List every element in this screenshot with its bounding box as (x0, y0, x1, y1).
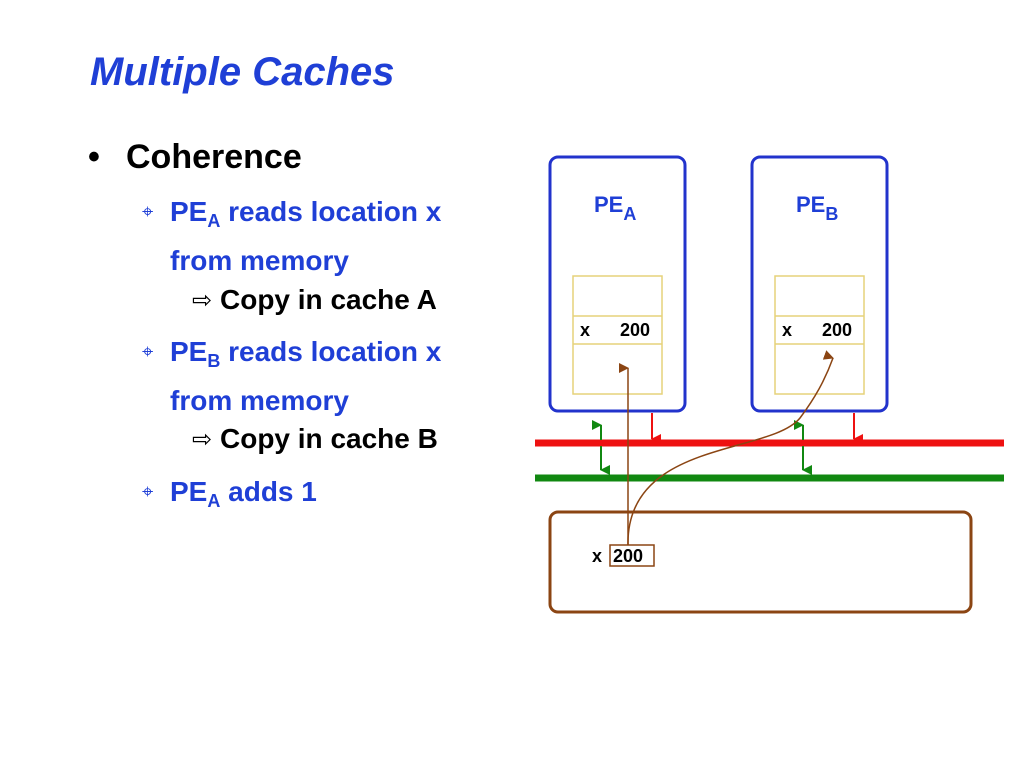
crosshair-bullet-icon: ⌖ (142, 481, 154, 503)
item-continuation: from memory (170, 245, 349, 276)
pe-label: PE (170, 476, 208, 507)
bullet-coherence: • Coherence (88, 138, 302, 177)
arrow-bullet-icon: ⇨ (192, 287, 213, 314)
item-text: adds 1 (220, 476, 317, 507)
pe-label: PE (170, 196, 208, 227)
pe-b-label: PEB (796, 192, 838, 224)
cache-b-value: 200 (822, 320, 852, 340)
pe-b-box (750, 155, 889, 413)
slide-title: Multiple Caches (90, 50, 395, 94)
sub-bullet-pe-a-read: ⌖ PEA reads location x from memory (142, 192, 441, 281)
bullet-label: Coherence (126, 138, 302, 176)
sub-sub-bullet-copy-a: ⇨ Copy in cache A (192, 284, 437, 316)
sub-bullet-pe-b-read: ⌖ PEB reads location x from memory (142, 332, 441, 421)
sub-sub-bullet-copy-b: ⇨ Copy in cache B (192, 423, 438, 455)
pe-subscript: B (207, 351, 221, 371)
cache-b-var: x (782, 320, 792, 340)
memory-cell (609, 544, 655, 567)
crosshair-bullet-icon: ⌖ (142, 201, 154, 223)
item-text: reads location x (220, 196, 442, 227)
copy-text: Copy in cache A (220, 284, 437, 315)
memory-var: x (592, 546, 602, 566)
pe-subscript: A (207, 491, 221, 511)
item-text: reads location x (220, 336, 442, 367)
cache-a-var: x (580, 320, 590, 340)
pe-subscript: A (207, 211, 221, 231)
cache-a-value: 200 (620, 320, 650, 340)
cache-a: x 200 (572, 275, 663, 395)
memory-value: 200 (613, 546, 643, 566)
crosshair-bullet-icon: ⌖ (142, 341, 154, 363)
pe-a-label: PEA (594, 192, 636, 224)
copy-text: Copy in cache B (220, 423, 438, 454)
item-continuation: from memory (170, 385, 349, 416)
bullet-dot-icon: • (88, 138, 100, 176)
sub-bullet-pe-a-adds: ⌖ PEA adds 1 (142, 472, 317, 521)
pe-label: PE (170, 336, 208, 367)
arrow-bullet-icon: ⇨ (192, 426, 213, 453)
memory-box (548, 510, 973, 614)
cache-b: x 200 (774, 275, 865, 395)
copy-to-cache-b-arrow (627, 350, 834, 546)
pe-a-box (548, 155, 687, 413)
